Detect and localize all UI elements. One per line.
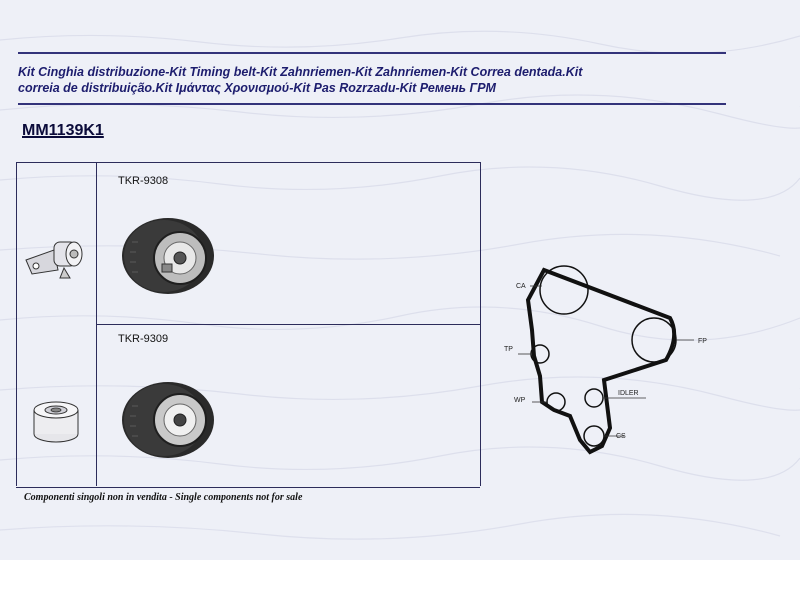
tensioner-pulley-image bbox=[122, 218, 214, 294]
components-row-divider bbox=[96, 324, 480, 325]
title-top-rule bbox=[18, 52, 726, 54]
catalog-sheet: Kit Cinghia distribuzione-Kit Timing bel… bbox=[0, 0, 800, 560]
fuel-pump-pulley bbox=[631, 317, 677, 363]
idler-pulley-small-icon bbox=[33, 401, 79, 443]
label-wp: WP bbox=[514, 397, 526, 404]
crankshaft-pulley bbox=[583, 425, 605, 447]
components-table-right-border bbox=[480, 162, 481, 486]
kit-code: MM1139K1 bbox=[22, 122, 104, 139]
kit-title: Kit Cinghia distribuzione-Kit Timing bel… bbox=[18, 64, 718, 96]
component-reference: TKR-9308 bbox=[118, 175, 169, 187]
kit-title-line-1: Kit Cinghia distribuzione-Kit Timing bel… bbox=[18, 65, 583, 79]
label-tp: TP bbox=[504, 346, 513, 353]
label-fp: FP bbox=[698, 338, 707, 345]
camshaft-pulley bbox=[539, 265, 589, 315]
components-table bbox=[16, 162, 480, 488]
kit-title-line-2: correia de distribuição.Kit Ιμάντας Χρον… bbox=[18, 81, 496, 95]
label-ca: CA bbox=[516, 283, 526, 290]
title-bottom-rule bbox=[18, 103, 726, 105]
label-cs: CS bbox=[616, 433, 626, 440]
water-pump-pulley bbox=[546, 392, 566, 412]
tensioner-bracket-icon bbox=[25, 241, 83, 279]
component-reference: TKR-9309 bbox=[118, 333, 169, 345]
single-components-note: Componenti singoli non in vendita - Sing… bbox=[24, 492, 303, 503]
idler-pulley-image bbox=[122, 382, 214, 458]
idler-pulley bbox=[584, 388, 604, 408]
belt-routing-diagram: CA FP TP WP IDLER CS bbox=[504, 265, 707, 455]
label-idler: IDLER bbox=[618, 390, 639, 397]
components-table-left-border bbox=[16, 162, 17, 486]
